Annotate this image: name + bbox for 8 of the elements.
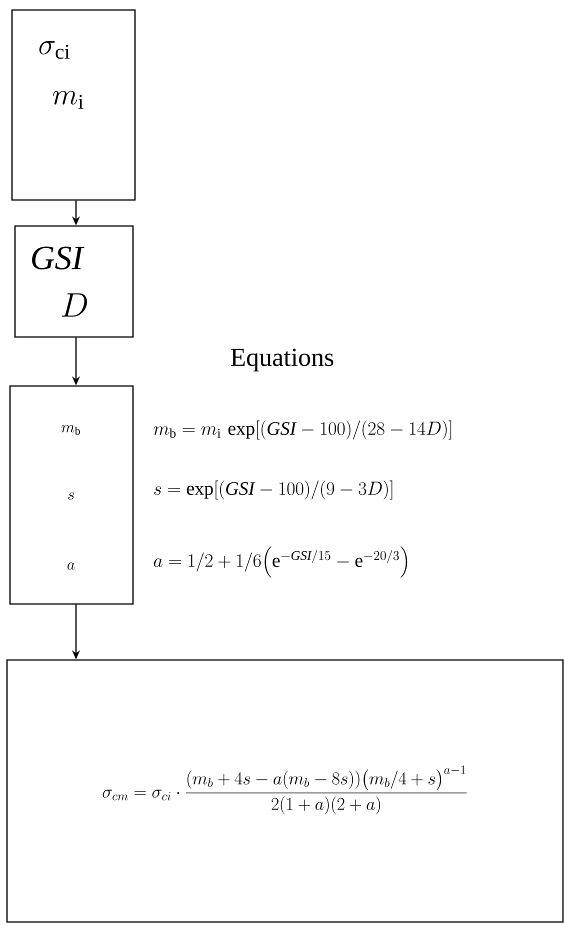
parameter-box: $\sigma_{\mathrm{ci}}$ $m_{\mathrm{i}}$ bbox=[11, 9, 136, 201]
heading: Equations bbox=[230, 348, 334, 372]
equation: $s = \exp[(\mathit{GSI}-100)/(9-3D)]$ bbox=[154, 480, 392, 500]
equation: $m_{\mathrm{b}} = m_{\mathrm{i}}\,\exp[(\mathit{GSI}-100)/(28-14D)]$ bbox=[154, 420, 452, 440]
formula-box: $\sigma_{cm} = \sigma_{ci}\cdot\frac{(m_b+4s-a(m_b-8s))\bigl(m_b/4+s\bigr)^{a-1}}{2(1+a)(2+a)}$ bbox=[6, 659, 564, 923]
parameter-box: $m_{\mathrm{b}}$ $s$ $a$ bbox=[9, 385, 134, 605]
equation: $a = 1/2 + 1/6\Bigl(\mathrm{e}^{-\mathit{GSI}/15} - \mathrm{e}^{-20/3}\Bigr)$ bbox=[154, 546, 408, 578]
parameter-box: $\mathit{GSI}$ $D$ bbox=[14, 225, 134, 338]
